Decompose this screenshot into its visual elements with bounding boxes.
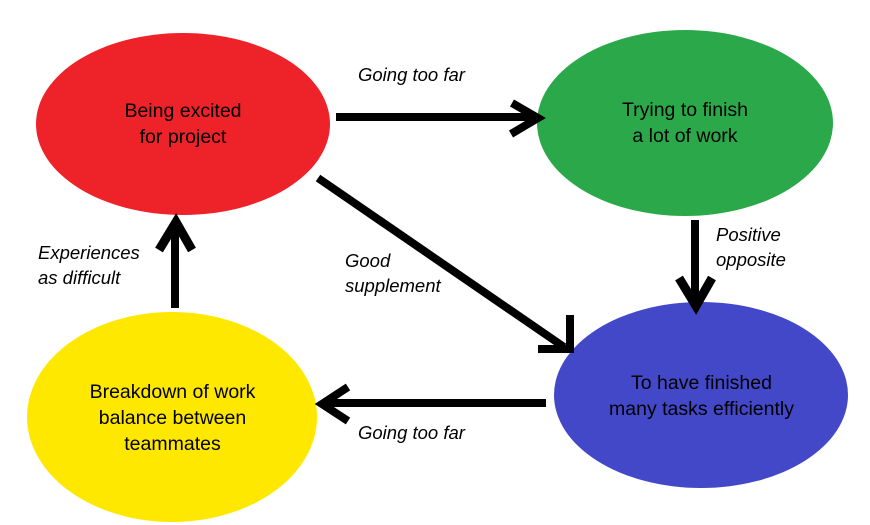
edge-excited-to-trying[interactable] bbox=[336, 99, 546, 138]
node-breakdown-of-work[interactable] bbox=[27, 312, 317, 522]
edge-excited-to-finished[interactable] bbox=[315, 174, 574, 353]
edge-label-positive-opposite: Positive opposite bbox=[716, 224, 786, 270]
node-trying-to-finish[interactable] bbox=[537, 30, 833, 216]
edge-label-good-supplement: Good supplement bbox=[345, 250, 441, 296]
node-to-have-finished[interactable] bbox=[554, 302, 848, 488]
edge-label-experiences-as-difficult: Experiences as difficult bbox=[38, 242, 140, 288]
edge-label-going-too-far-bottom: Going too far bbox=[358, 422, 465, 443]
edge-label-going-too-far-top: Going too far bbox=[358, 64, 465, 85]
edge-trying-to-finished[interactable] bbox=[675, 220, 716, 315]
node-being-excited[interactable] bbox=[36, 33, 330, 215]
edge-breakdown-to-excited[interactable] bbox=[155, 213, 196, 308]
edge-finished-to-breakdown[interactable] bbox=[314, 383, 546, 425]
